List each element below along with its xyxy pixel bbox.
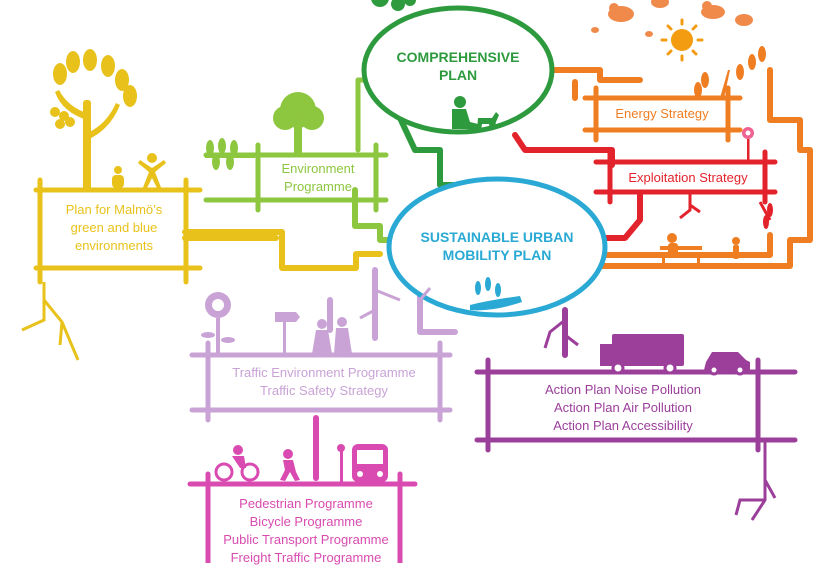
pedestrians-icon <box>312 317 352 354</box>
hand-with-seedling-icon <box>470 277 522 311</box>
roots-icon <box>21 282 80 361</box>
mobility-frame <box>187 471 418 563</box>
traffic-programmes-label: Traffic Environment Programme Traffic Sa… <box>232 365 416 398</box>
people-icon <box>112 153 166 190</box>
flower-icon <box>742 127 754 161</box>
gardener-with-dog-icon <box>452 96 499 130</box>
cloud-icon <box>591 0 753 37</box>
red-roots-icon <box>679 192 772 221</box>
purple-roots-icon <box>543 318 777 521</box>
energy-strategy-label: Energy Strategy <box>615 106 709 121</box>
car-icon <box>704 352 750 376</box>
red-leaves-icon <box>763 203 773 229</box>
action-plans-label: Action Plan Noise Pollution Action Plan … <box>544 382 702 433</box>
traffic-frame <box>189 340 453 423</box>
berry-tree-icon <box>50 49 137 192</box>
green-light-connector <box>352 187 401 243</box>
orange-branch-icon <box>694 46 766 98</box>
sump-ellipse <box>386 176 608 318</box>
sump-label: SUSTAINABLE URBAN MOBILITY PLAN <box>420 229 574 263</box>
green-blue-plan-label: Plan for Malmö’s green and blue environm… <box>65 202 163 253</box>
truck-icon <box>600 334 684 375</box>
comprehensive-plan-ellipse <box>361 5 555 135</box>
cyclist-icon <box>214 445 260 482</box>
comprehensive-plan-label: COMPREHENSIVE PLAN <box>396 49 520 83</box>
exploitation-strategy-label: Exploitation Strategy <box>628 170 748 185</box>
sun-icon <box>660 18 704 62</box>
yellow-connector <box>182 229 383 271</box>
top-tree-icon <box>371 0 416 11</box>
sunflower-icon <box>201 292 235 355</box>
walker-icon <box>280 449 300 481</box>
tree-icon <box>273 92 324 156</box>
mobility-programmes-label: Pedestrian Programme Bicycle Programme P… <box>223 496 389 565</box>
energy-strategy-frame <box>582 85 743 143</box>
lavender-connector <box>327 267 458 341</box>
action-plans-frame <box>474 357 798 453</box>
bus-icon <box>337 444 388 482</box>
green-blue-plan-frame <box>33 177 203 285</box>
leafy-branch-icon <box>205 138 255 170</box>
orange-connector <box>542 67 813 269</box>
signpost-icon <box>275 312 300 354</box>
lavender-roots-icon <box>359 287 432 320</box>
scooter-icon <box>724 237 746 267</box>
environment-programme-label: Environment Programme <box>281 161 355 194</box>
exploitation-strategy-frame <box>593 149 778 205</box>
bench-icon <box>660 233 702 268</box>
